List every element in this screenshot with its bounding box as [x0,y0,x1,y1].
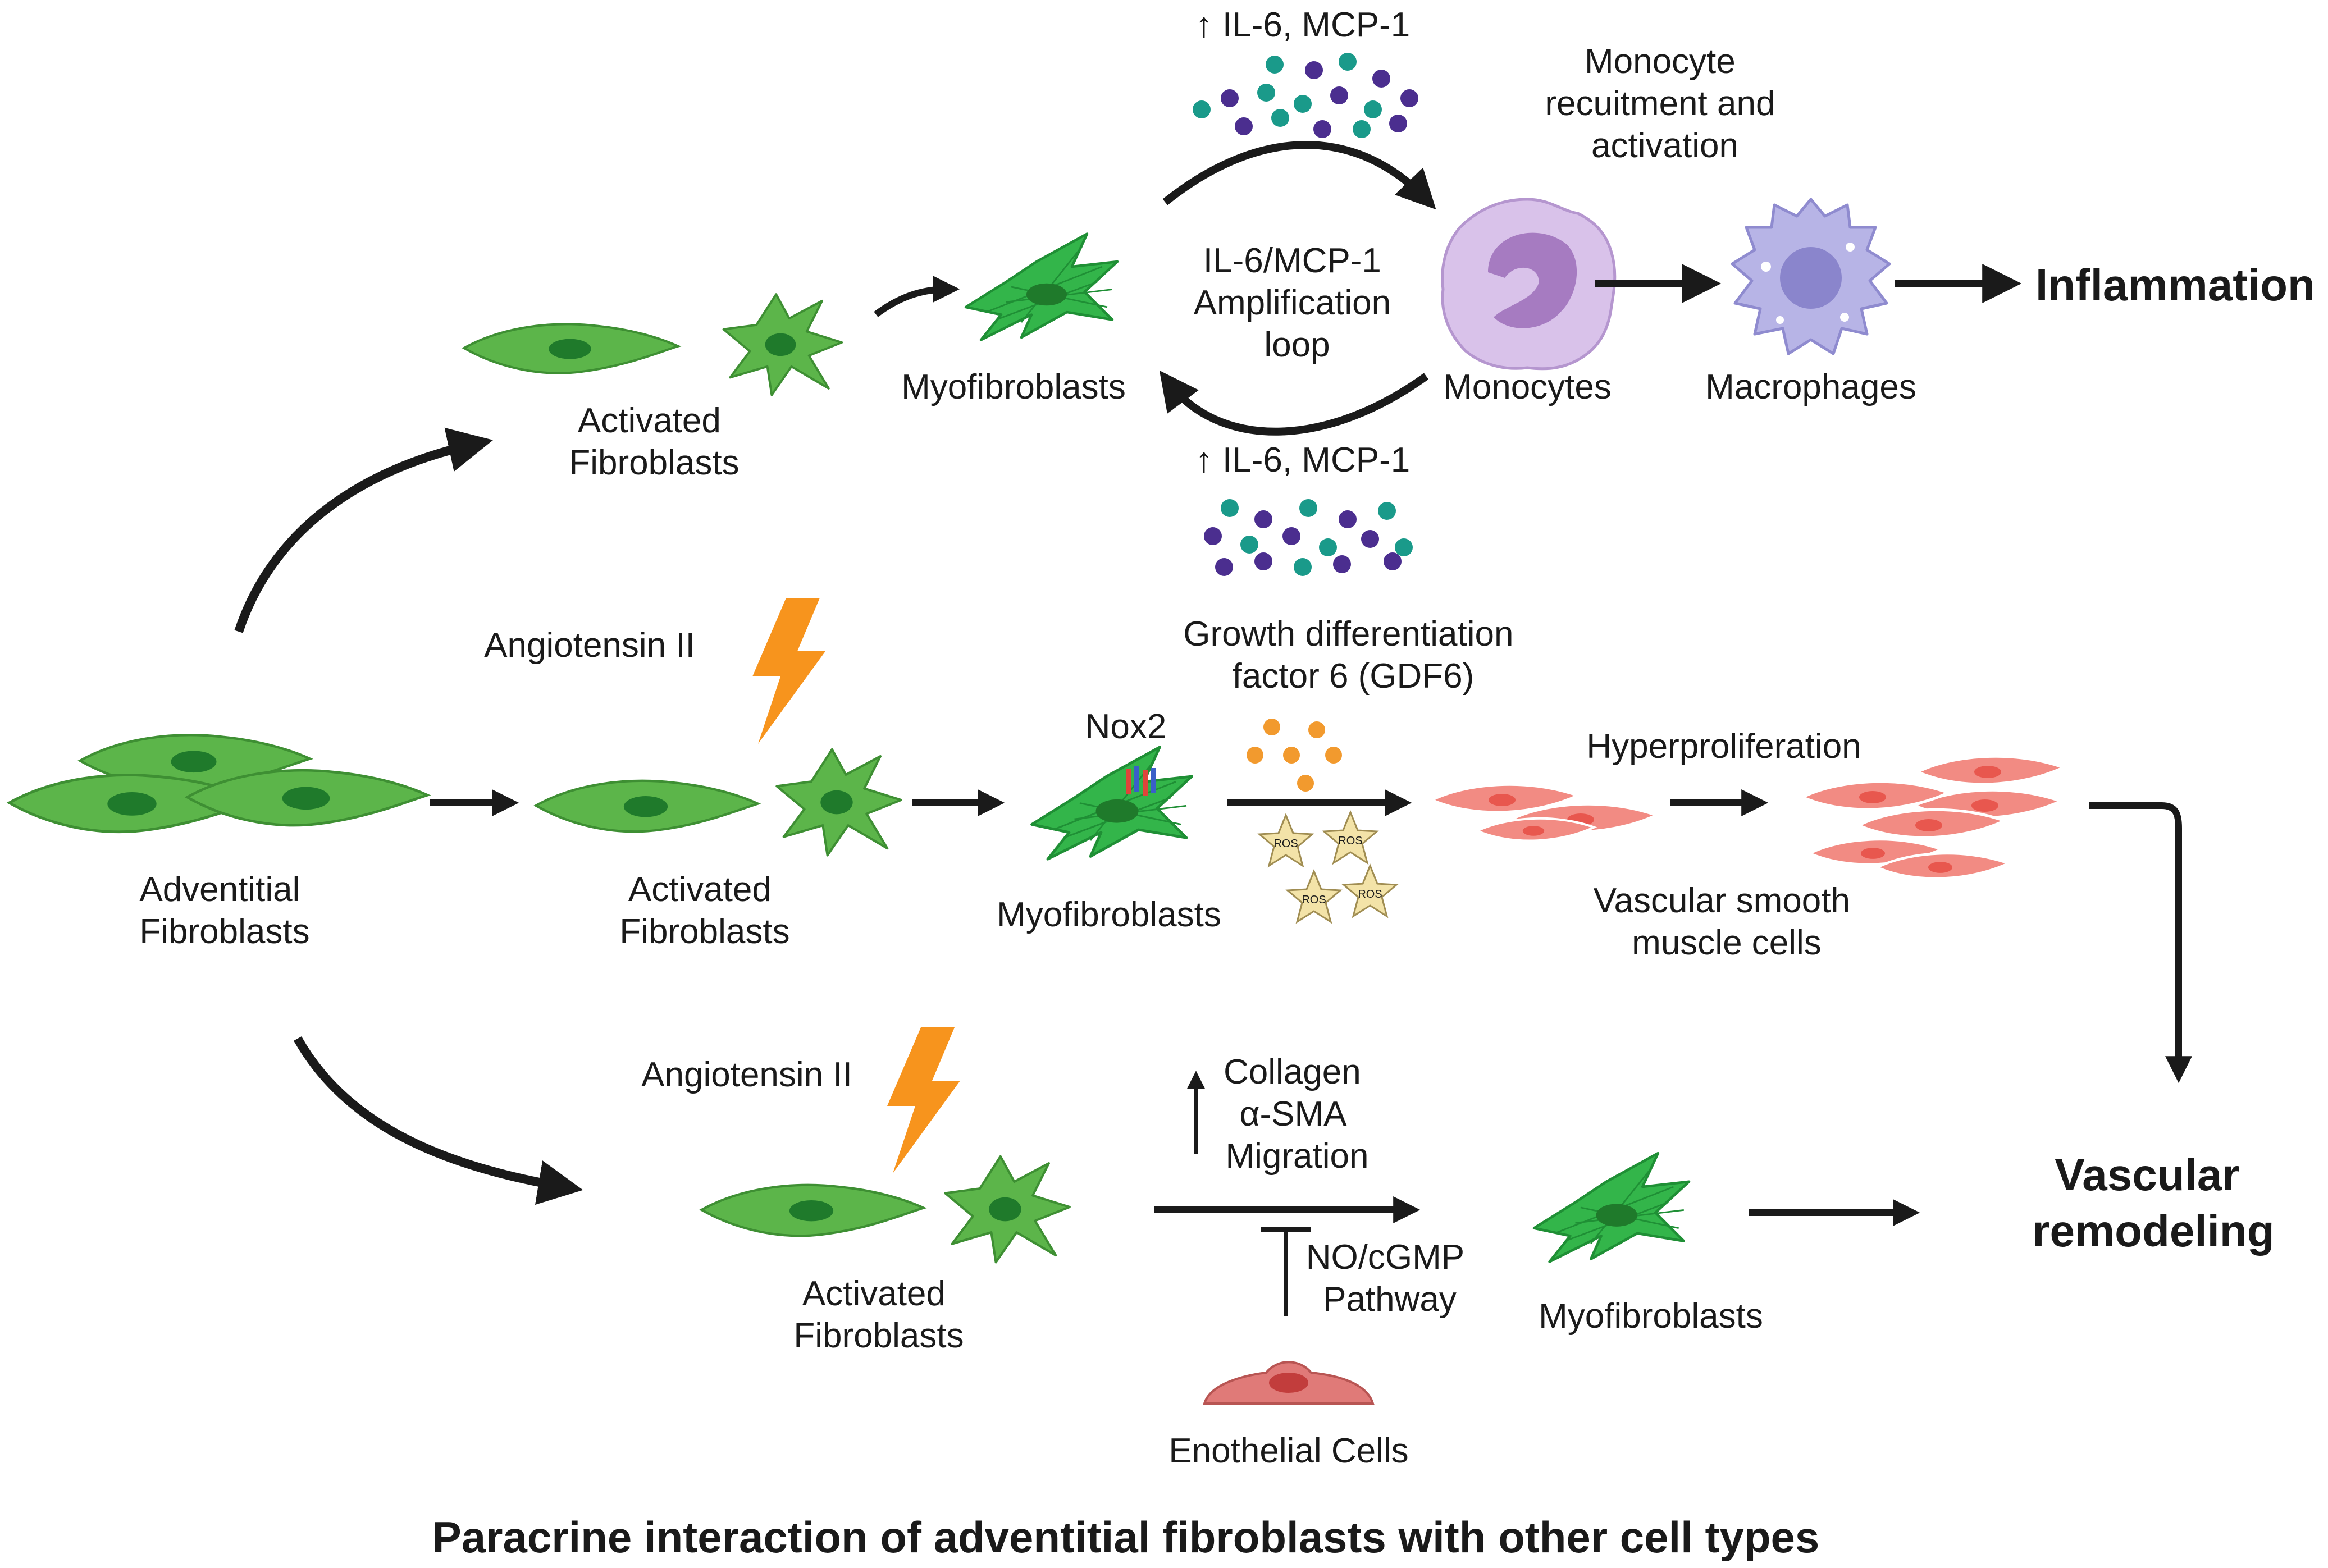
hyperproliferation-label: Hyperproliferation [1586,727,1861,766]
vsmc-cluster-left [1432,784,1656,840]
myofibroblasts-label-top: Myofibroblasts [901,368,1126,406]
arrow-adventitial-to-top [234,427,494,633]
vsmc-cluster-right [1802,756,2064,878]
nox2-label: Nox2 [1085,707,1167,746]
ros-labels: ROS ROS ROS ROS [1273,835,1382,906]
arrow-vsmc-to-remodeling [2089,802,2192,1084]
arrow-adventitial-to-bottom [294,1036,583,1205]
monocyte-recruitment-label: Monocyte recuitment and activation [1545,42,1784,165]
amplification-loop-label: IL-6/MCP-1 Amplification loop [1194,241,1401,364]
myofibroblast-bottom [1534,1153,1689,1261]
cytokines-label-top: ↑ IL-6, MCP-1 [1195,6,1410,44]
svg-text:ROS: ROS [1338,835,1362,847]
monocytes-label: Monocytes [1443,368,1612,406]
endothelial-cells-label: Enothelial Cells [1168,1432,1408,1470]
angiotensin-label-bottom: Angiotensin II [641,1055,852,1094]
cytokine-cluster-top [1193,53,1418,138]
gdf6-particles [1247,719,1342,792]
adventitial-fibroblasts-cluster [9,735,427,831]
arrow-activated-to-myofibroblast-top [874,276,960,317]
inhibition-line [1261,1227,1311,1316]
gdf6-label: Growth differentiation factor 6 (GDF6) [1183,615,1523,696]
monocyte-cell [1441,198,1617,371]
myofibroblast-top [966,234,1117,340]
endothelial-cell [1203,1361,1375,1405]
activated-fibroblast-spindle-top [464,324,678,373]
cytokines-label-bottom: ↑ IL-6, MCP-1 [1195,441,1410,479]
svg-text:ROS: ROS [1273,838,1298,850]
arrow-monocytes-to-myofibroblasts [1159,370,1429,436]
macrophage-cell [1731,198,1891,355]
activated-fibroblast-spindle-bottom [702,1185,924,1236]
myofibroblasts-label-middle: Myofibroblasts [997,895,1221,934]
lightning-bolt-icon-middle [752,598,825,744]
pathway-label: NO/cGMP Pathway [1306,1238,1474,1319]
figure-caption: Paracrine interaction of adventitial fib… [432,1512,1820,1562]
angiotensin-label-middle: Angiotensin II [484,626,695,665]
lightning-bolt-icon-bottom [887,1027,960,1173]
arrow-loop-to-monocytes [1162,141,1436,210]
nox2-receptor-icon [1126,766,1156,796]
activated-fibroblast-stellate-middle [777,749,901,856]
activated-fibroblast-spindle-middle [536,781,758,831]
svg-text:ROS: ROS [1302,894,1326,906]
activated-fibroblasts-label-middle: Activated Fibroblasts [619,870,789,951]
cytokine-cluster-bottom [1204,499,1413,576]
vascular-remodeling-label: Vascular remodeling [2032,1150,2274,1256]
adventitial-fibroblasts-label: Adventitial Fibroblasts [139,870,309,951]
myofibroblasts-label-bottom: Myofibroblasts [1539,1297,1763,1336]
activated-fibroblast-stellate-bottom [945,1156,1069,1263]
activated-fibroblasts-label-bottom: Activated Fibroblasts [793,1274,964,1355]
svg-text:ROS: ROS [1358,888,1382,900]
effects-label: Collagen α-SMA Migration [1224,1053,1371,1176]
macrophages-label: Macrophages [1705,368,1916,406]
activated-fibroblasts-label-top: Activated Fibroblasts [569,401,739,482]
myofibroblast-middle [1032,747,1192,860]
inflammation-label: Inflammation [2035,260,2315,310]
activated-fibroblast-stellate-top [722,293,843,396]
vsmc-label: Vascular smooth muscle cells [1594,881,1860,962]
ros-stars [1258,811,1398,923]
